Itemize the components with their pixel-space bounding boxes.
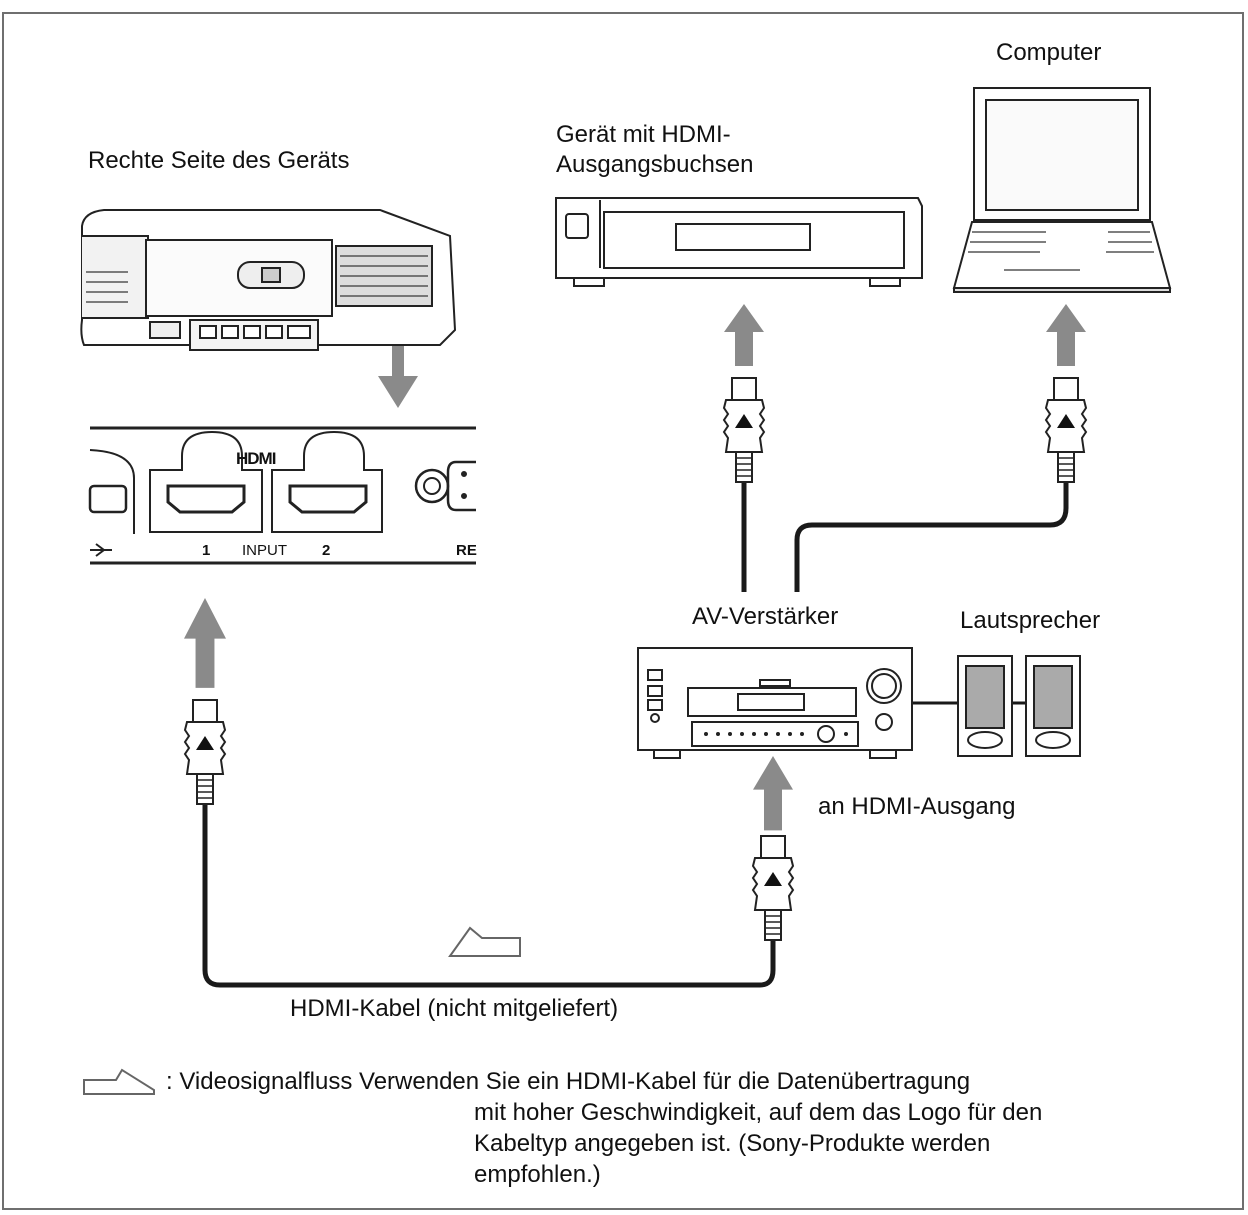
arrow-up-projector-icon xyxy=(184,598,226,688)
rs232-label: RE xyxy=(456,542,477,559)
hdmi-output-label: an HDMI-Ausgang xyxy=(818,793,1016,820)
arrow-up-device-icon xyxy=(724,304,764,366)
computer-illustration xyxy=(952,87,1172,293)
hdmi-device-label-line2: Ausgangsbuchsen xyxy=(556,151,754,178)
legend-symbol-text: : Videosignalfluss xyxy=(166,1068,353,1095)
arrow-up-amp-icon xyxy=(753,756,793,831)
connector-panel xyxy=(88,426,476,565)
computer-label: Computer xyxy=(996,39,1102,66)
av-amplifier-illustration xyxy=(637,647,913,759)
cable-lines xyxy=(202,483,1069,988)
speakers-label: Lautsprecher xyxy=(960,607,1101,634)
projector-side-label: Rechte Seite des Geräts xyxy=(88,147,350,174)
hdmi-plug-amp-input xyxy=(752,835,794,941)
arrow-up-computer-icon xyxy=(1046,304,1086,366)
speakers-illustration xyxy=(957,655,1081,757)
hdmi-logo: HDMI xyxy=(236,449,276,468)
note-line-1: Verwenden Sie ein HDMI-Kabel für die Dat… xyxy=(359,1068,971,1095)
hdmi-device-label-line1: Gerät mit HDMI- xyxy=(556,121,731,148)
note-line-4: empfohlen.) xyxy=(474,1161,601,1188)
port-1-label: 1 xyxy=(202,542,211,559)
input-label: INPUT xyxy=(242,542,287,559)
hdmi-plug-projector xyxy=(184,699,226,805)
av-amplifier-label: AV-Verstärker xyxy=(692,603,839,630)
legend-text: : Videosignalfluss Verwenden Sie ein HDM… xyxy=(166,1066,970,1097)
hdmi-source-device-illustration xyxy=(555,197,923,287)
hdmi-plug-device xyxy=(723,377,765,483)
projector-illustration xyxy=(80,209,457,351)
hdmi-plug-computer xyxy=(1045,377,1087,483)
note-line-2: mit hoher Geschwindigkeit, auf dem das L… xyxy=(474,1099,1043,1126)
hdmi-cable-label: HDMI-Kabel (nicht mitgeliefert) xyxy=(290,995,619,1022)
port-2-label: 2 xyxy=(322,542,331,559)
legend-signal-flow-icon xyxy=(83,1068,155,1095)
signal-flow-icon xyxy=(448,926,521,957)
note-line-3: Kabeltyp angegeben ist. (Sony-Produkte w… xyxy=(474,1130,991,1157)
diagram-frame xyxy=(2,12,1244,1210)
